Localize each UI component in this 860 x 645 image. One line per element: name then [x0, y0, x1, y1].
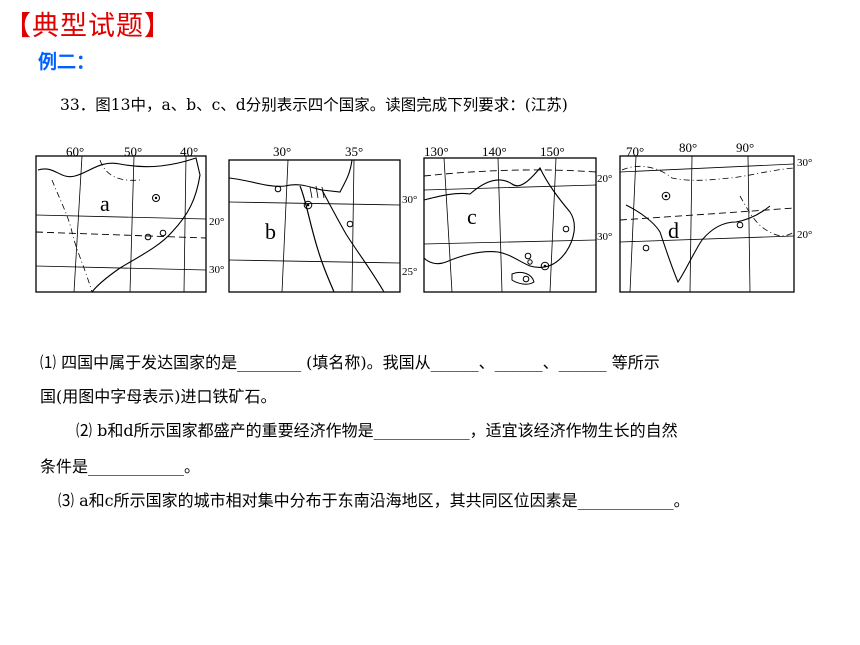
map-d-lon-1: 70°: [626, 144, 644, 159]
map-a-lat-2: 30°: [209, 264, 224, 276]
map-figures: 60° 50° 40° a 20° 30° 30° 35° b: [35, 140, 812, 293]
map-c-frame: [423, 157, 597, 293]
map-b-lon-1: 30°: [273, 144, 291, 159]
map-c-lon-3: 150°: [540, 144, 565, 159]
map-b-lon-2: 35°: [345, 144, 363, 159]
map-b-letter: b: [265, 219, 276, 244]
map-d: 70° 80° 90° d 30° 20°: [619, 140, 812, 293]
map-c-lat-1: 20°: [597, 173, 612, 185]
map-a: 60° 50° 40° a 20° 30°: [35, 144, 224, 293]
sub-question-1-line-1: ⑴ 四国中属于发达国家的是________ (填名称)。我国从______、__…: [40, 353, 660, 372]
map-c-lat-2: 30°: [597, 231, 612, 243]
map-c-lon-2: 140°: [482, 144, 507, 159]
map-c-lon-1: 130°: [424, 144, 449, 159]
sub-question-1-line-2: 国(用图中字母表示)进口铁矿石。: [40, 387, 277, 406]
sub-question-3: ⑶ a和c所示国家的城市相对集中分布于东南沿海地区，其共同区位因素是______…: [58, 491, 690, 510]
map-b: 30° 35° b 30° 25°: [228, 144, 417, 293]
map-a-frame: [35, 155, 207, 293]
map-a-letter: a: [100, 191, 110, 216]
map-d-lat-2: 20°: [797, 229, 812, 241]
map-a-lon-1: 60°: [66, 144, 84, 159]
map-a-lon-2: 50°: [124, 144, 142, 159]
example-label: 例二：: [38, 51, 96, 73]
question-stem: 33．图13中，a、b、c、d分别表示四个国家。读图完成下列要求：(江苏): [60, 96, 568, 114]
map-b-frame: [228, 159, 401, 293]
map-b-lat-2: 25°: [402, 266, 417, 278]
sub-question-2-line-2: 条件是____________。: [40, 457, 201, 476]
map-d-frame: [619, 155, 795, 293]
map-c-letter: c: [467, 204, 477, 229]
map-a-lon-3: 40°: [180, 144, 198, 159]
map-a-lat-1: 20°: [209, 216, 224, 228]
map-d-lon-2: 80°: [679, 140, 697, 155]
sub-question-2-line-1: ⑵ b和d所示国家都盛产的重要经济作物是____________，适宜该经济作物…: [76, 421, 678, 440]
map-d-lat-1: 30°: [797, 157, 812, 169]
map-d-letter: d: [668, 218, 679, 243]
map-d-lon-3: 90°: [736, 140, 754, 155]
map-c: 130° 140° 150° c 20° 30°: [423, 144, 612, 293]
map-b-lat-1: 30°: [402, 194, 417, 206]
section-heading: 【典型试题】: [4, 11, 172, 42]
